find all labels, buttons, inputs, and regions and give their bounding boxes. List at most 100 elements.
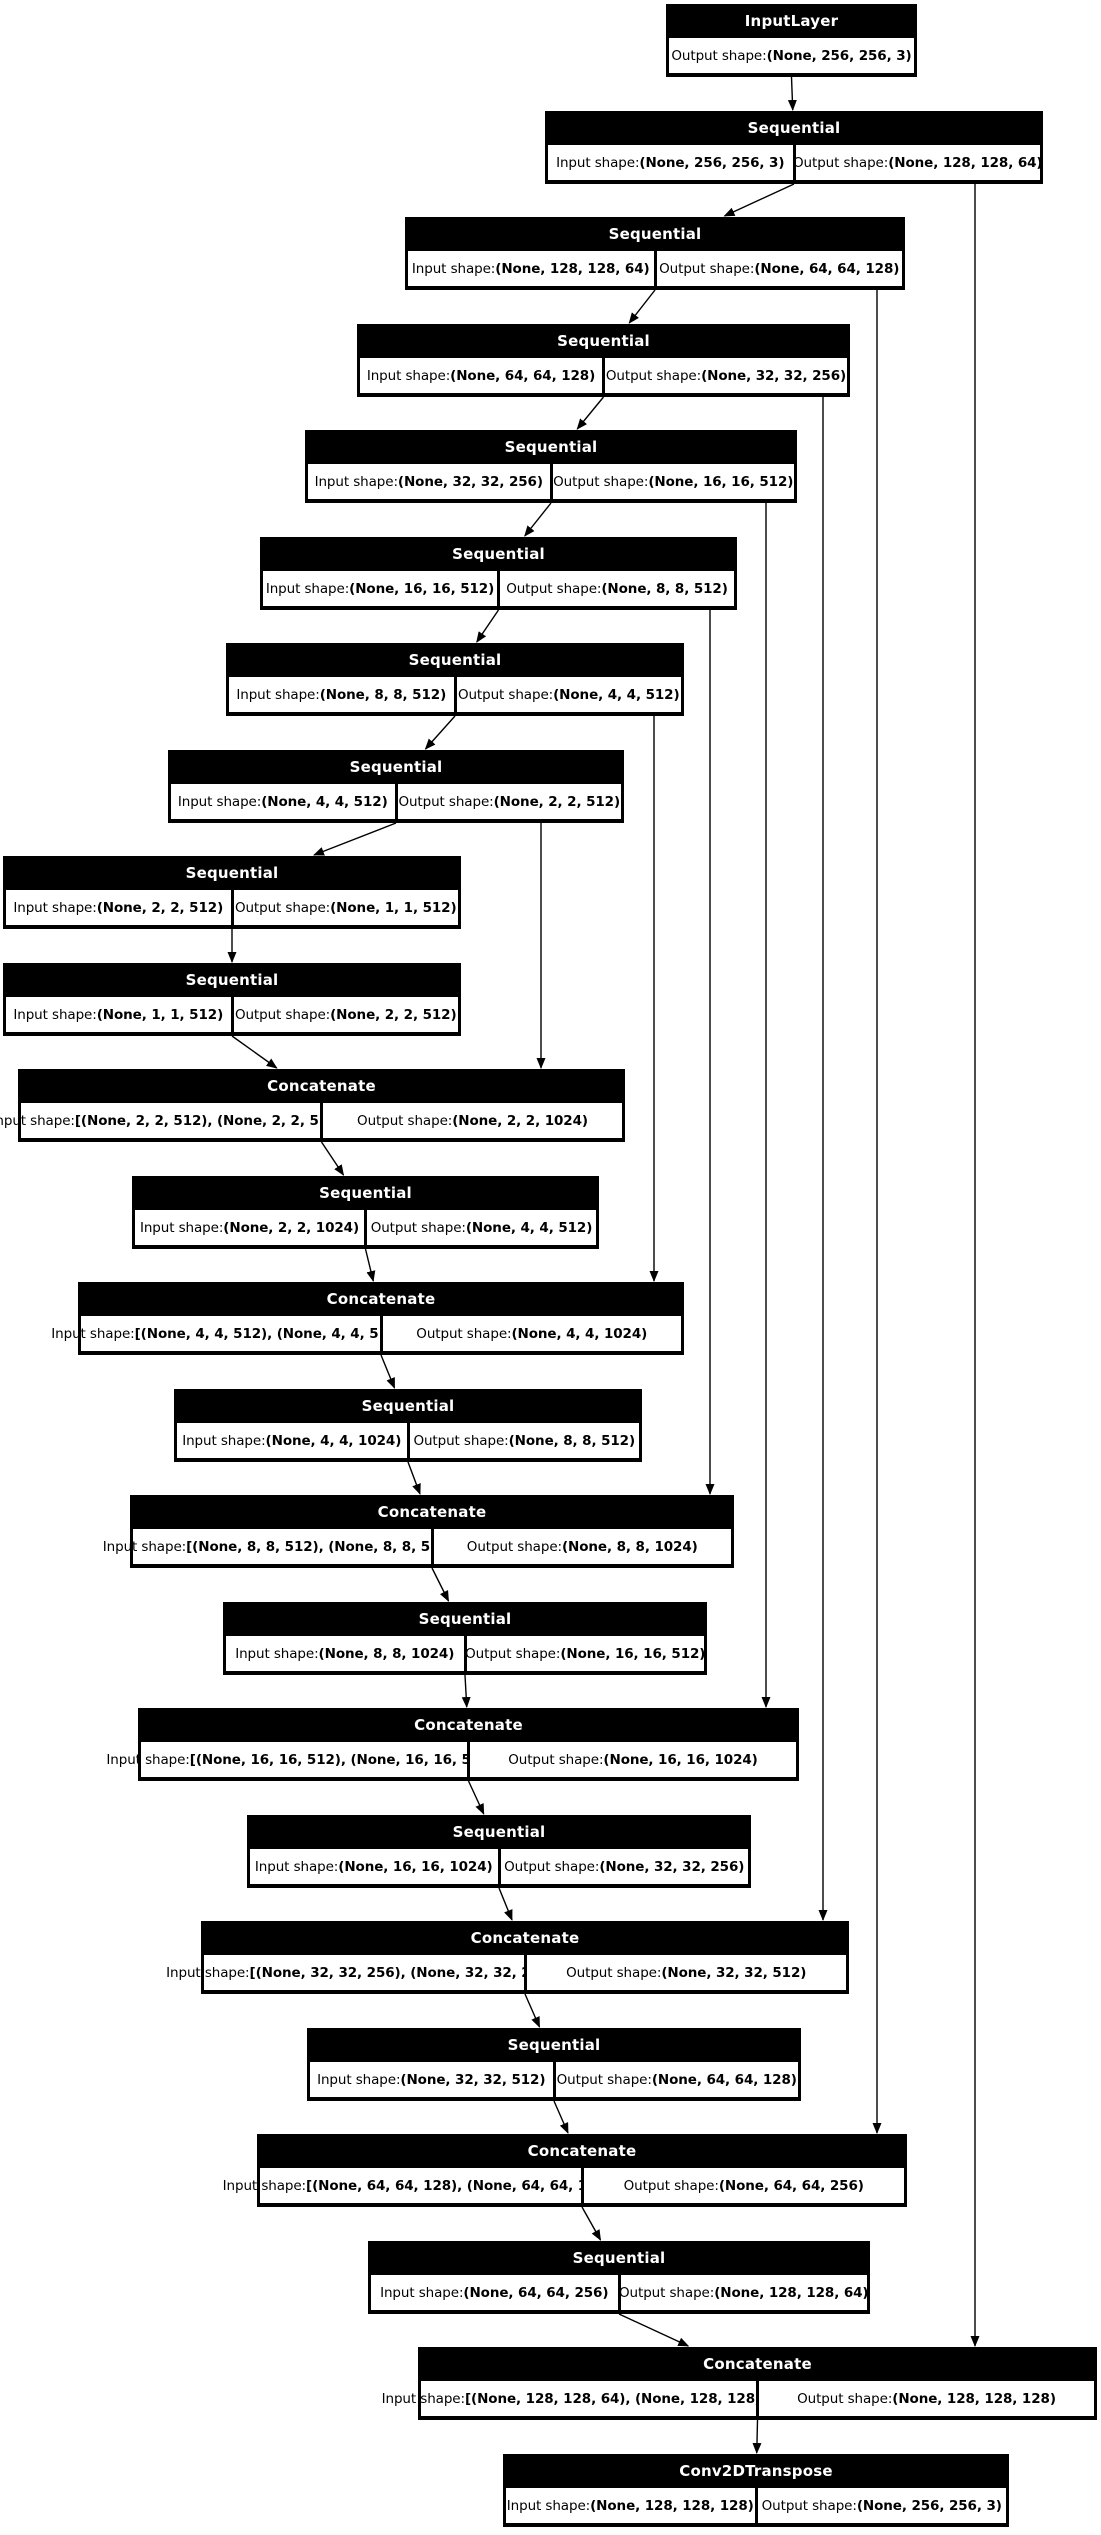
flow-arrow xyxy=(467,1780,485,1815)
input-shape-cell: Input shape: (None, 8, 8, 512) xyxy=(229,677,454,712)
output-shape-label: Output shape: xyxy=(797,2390,893,2407)
input-shape-value: (None, 64, 64, 128) xyxy=(450,367,596,384)
input-shape-label: Input shape: xyxy=(380,2284,464,2301)
output-shape-label: Output shape: xyxy=(619,2284,715,2301)
node-title: Sequential xyxy=(608,225,702,243)
output-shape-value: (None, 2, 2, 512) xyxy=(493,793,621,810)
input-shape-cell: Input shape: [(None, 32, 32, 256), (None… xyxy=(166,1955,561,1990)
output-shape-value: (None, 4, 4, 1024) xyxy=(511,1325,648,1342)
flow-arrow xyxy=(576,396,605,430)
node-title: Sequential xyxy=(504,438,598,456)
output-shape-label: Output shape: xyxy=(623,2177,719,2194)
output-shape-value: (None, 32, 32, 256) xyxy=(701,367,847,384)
shape-cells: Input shape: (None, 256, 256, 3)Output s… xyxy=(548,145,1043,180)
input-shape-label: Input shape: xyxy=(106,1751,190,1768)
input-shape-value: (None, 2, 2, 512) xyxy=(96,899,224,916)
input-shape-value: [(None, 128, 128, 64), (None, 128, 128, … xyxy=(464,2390,796,2407)
shape-cells: Input shape: (None, 8, 8, 1024)Output sh… xyxy=(226,1636,705,1671)
flow-arrow xyxy=(581,2206,602,2241)
output-shape-value: (None, 128, 128, 64) xyxy=(888,154,1043,171)
node-title: Concatenate xyxy=(267,1077,376,1095)
input-shape-value: [(None, 8, 8, 512), (None, 8, 8, 512)] xyxy=(186,1538,461,1555)
node-title: Sequential xyxy=(452,1823,546,1841)
output-shape-cell: Output shape: (None, 32, 32, 256) xyxy=(500,1849,748,1884)
input-shape-label: Input shape: xyxy=(13,1006,97,1023)
node-title: InputLayer xyxy=(744,12,839,30)
input-shape-value: (None, 64, 64, 256) xyxy=(463,2284,609,2301)
shape-cells: Output shape: (None, 256, 256, 3) xyxy=(669,38,914,73)
flow-arrow xyxy=(476,609,500,643)
output-shape-cell: Output shape: (None, 1, 1, 512) xyxy=(233,890,458,925)
input-shape-cell: Input shape: [(None, 128, 128, 64), (Non… xyxy=(382,2381,795,2416)
input-shape-cell: Input shape: (None, 32, 32, 256) xyxy=(308,464,550,499)
flow-arrow xyxy=(723,183,795,217)
output-shape-cell: Output shape: (None, 32, 32, 256) xyxy=(605,358,847,393)
output-shape-value: (None, 64, 64, 128) xyxy=(651,2071,797,2088)
node-title: Sequential xyxy=(747,119,841,137)
output-shape-cell: Output shape: (None, 128, 128, 64) xyxy=(793,145,1043,180)
shape-cells: Input shape: [(None, 4, 4, 512), (None, … xyxy=(51,1316,681,1351)
input-shape-value: (None, 16, 16, 1024) xyxy=(338,1858,493,1875)
edge-group xyxy=(227,76,980,2454)
output-shape-value: (None, 16, 16, 512) xyxy=(648,473,794,490)
output-shape-value: (None, 128, 128, 64) xyxy=(714,2284,869,2301)
node-title: Sequential xyxy=(557,332,650,350)
output-shape-cell: Output shape: (None, 8, 8, 512) xyxy=(409,1423,639,1458)
shape-cells: Input shape: (None, 128, 128, 64)Output … xyxy=(408,251,902,286)
shape-cells: Input shape: (None, 8, 8, 512)Output sha… xyxy=(229,677,681,712)
output-shape-label: Output shape: xyxy=(566,1964,662,1981)
output-shape-cell: Output shape: (None, 64, 64, 128) xyxy=(555,2062,798,2097)
shape-cells: Input shape: (None, 16, 16, 512)Output s… xyxy=(263,571,734,606)
input-shape-label: Input shape: xyxy=(166,1964,250,1981)
flow-arrow xyxy=(231,1035,278,1069)
output-shape-label: Output shape: xyxy=(465,1645,561,1662)
shape-cells: Input shape: (None, 16, 16, 1024)Output … xyxy=(250,1849,748,1884)
input-shape-cell: Input shape: (None, 128, 128, 64) xyxy=(408,251,654,286)
node-title: Sequential xyxy=(319,1184,412,1202)
input-shape-label: Input shape: xyxy=(506,2497,591,2514)
input-shape-cell: Input shape: [(None, 4, 4, 512), (None, … xyxy=(51,1316,409,1351)
node-title: Concatenate xyxy=(326,1290,436,1308)
shape-cells: Input shape: [(None, 64, 64, 128), (None… xyxy=(223,2168,904,2203)
node-title: Concatenate xyxy=(377,1503,487,1521)
node-title: Sequential xyxy=(507,2036,601,2054)
input-shape-value: (None, 4, 4, 512) xyxy=(261,793,388,810)
input-shape-value: (None, 4, 4, 1024) xyxy=(265,1432,402,1449)
input-shape-cell: Input shape: (None, 1, 1, 512) xyxy=(6,997,231,1032)
output-shape-cell: Output shape: (None, 16, 16, 1024) xyxy=(470,1742,796,1777)
shape-cells: Input shape: (None, 128, 128, 128)Output… xyxy=(506,2488,1006,2523)
input-shape-label: Input shape: xyxy=(556,154,640,171)
output-shape-cell: Output shape: (None, 256, 256, 3) xyxy=(757,2488,1006,2523)
flow-arrow xyxy=(787,76,797,111)
input-shape-cell: Input shape: [(None, 64, 64, 128), (None… xyxy=(223,2168,618,2203)
output-shape-value: (None, 8, 8, 512) xyxy=(508,1432,636,1449)
output-shape-value: (None, 16, 16, 1024) xyxy=(603,1751,758,1768)
output-shape-cell: Output shape: (None, 4, 4, 512) xyxy=(367,1210,596,1245)
node-title: Conv2DTranspose xyxy=(679,2462,833,2480)
input-shape-label: Input shape: xyxy=(222,2177,307,2194)
node-title: Sequential xyxy=(361,1397,455,1415)
output-shape-cell: Output shape: (None, 32, 32, 512) xyxy=(526,1955,846,1990)
output-shape-value: (None, 32, 32, 256) xyxy=(599,1858,745,1875)
shape-cells: Input shape: (None, 1, 1, 512)Output sha… xyxy=(6,997,458,1032)
flow-arrow xyxy=(364,1248,376,1282)
node-title: Sequential xyxy=(408,651,502,669)
node-title: Sequential xyxy=(572,2249,666,2267)
output-shape-value: (None, 128, 128, 128) xyxy=(892,2390,1056,2407)
output-shape-label: Output shape: xyxy=(466,1538,562,1555)
